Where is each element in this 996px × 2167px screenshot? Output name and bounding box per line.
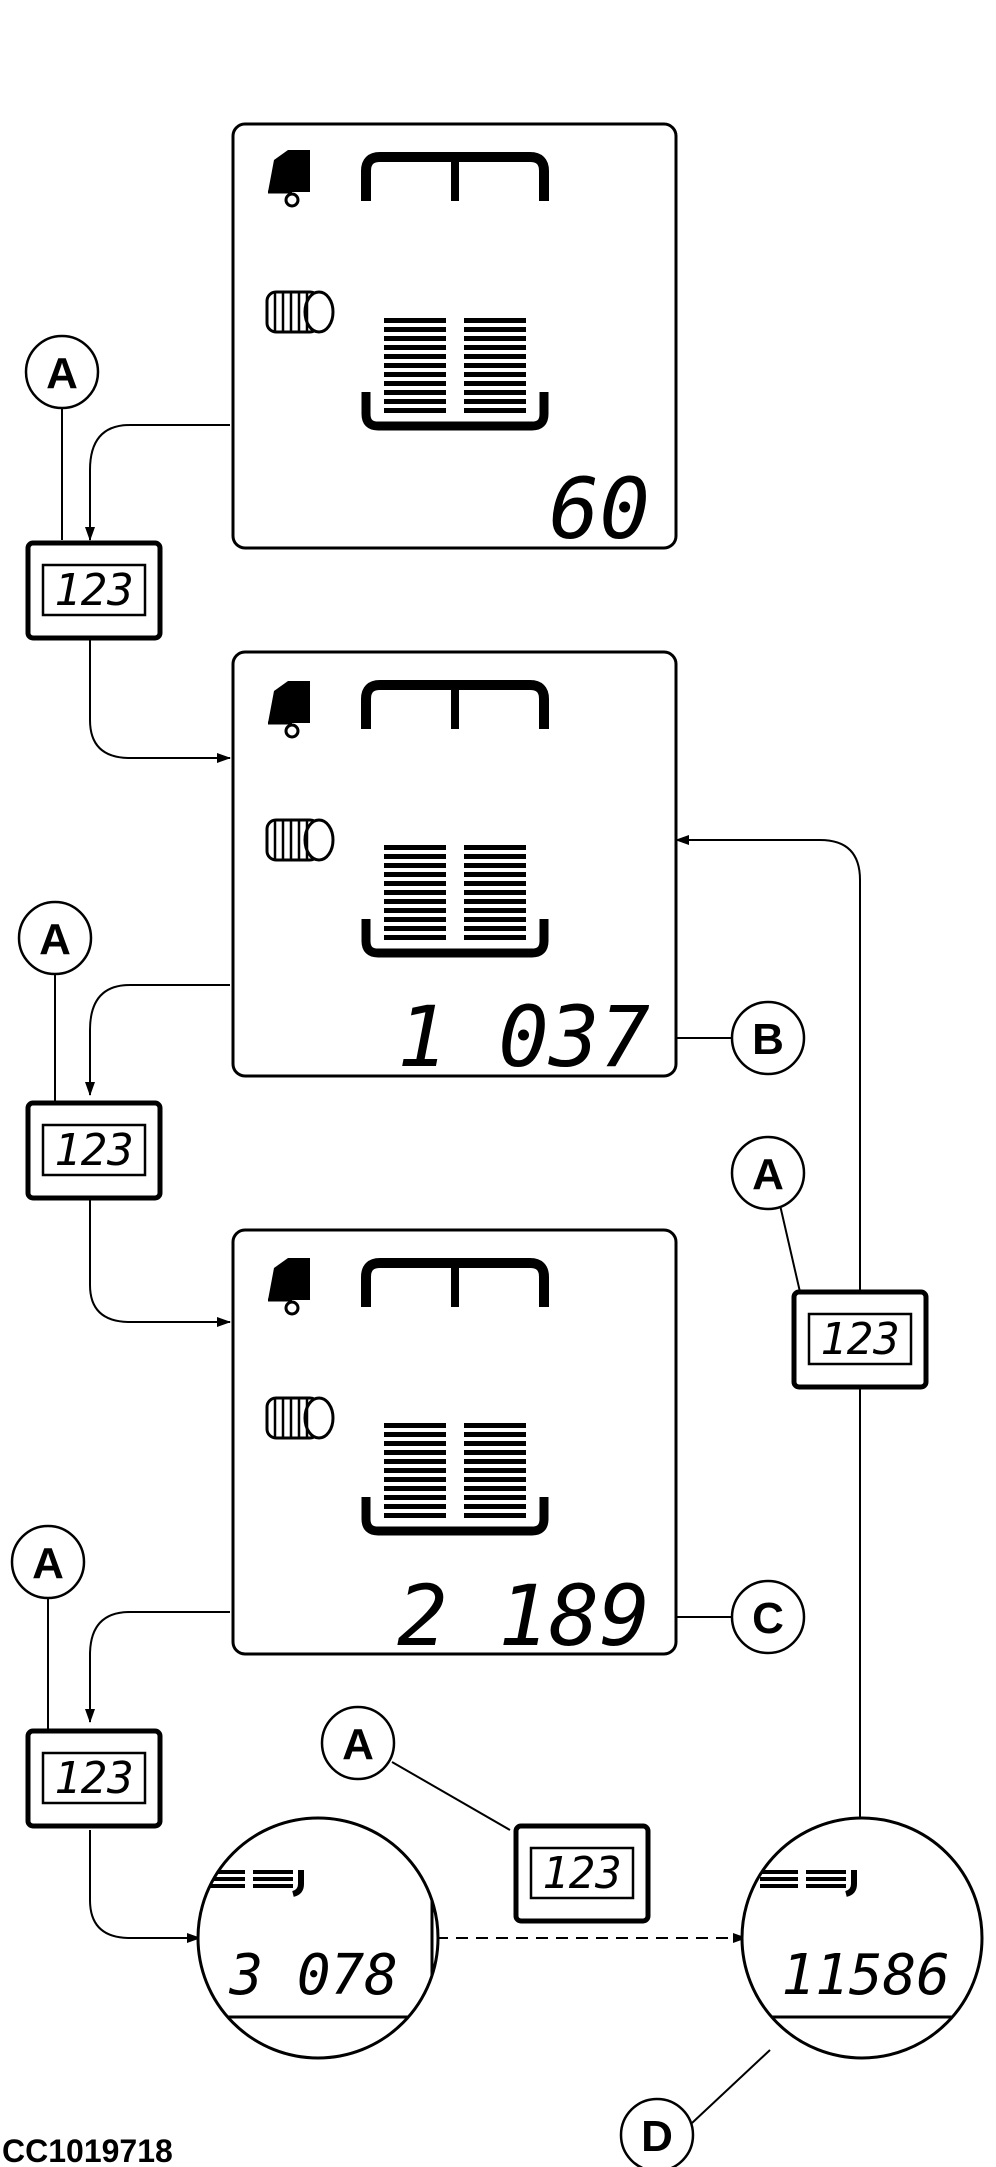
round-bale-icon (265, 818, 335, 862)
round-bale-icon (265, 1396, 335, 1440)
zoom-circle-1: 3 078 (196, 1816, 440, 2060)
button-label: 123 (542, 1848, 621, 1899)
counter-button-3[interactable]: 123 (25, 1728, 163, 1829)
svg-text:A: A (342, 1720, 374, 1769)
svg-text:C: C (752, 1594, 784, 1643)
svg-text:B: B (752, 1015, 784, 1064)
screen-3-value: 2 189 (397, 1567, 650, 1665)
callout-d: D (619, 2097, 695, 2167)
button-label: 123 (54, 1125, 133, 1176)
button-label: 123 (820, 1314, 899, 1365)
counter-button-5[interactable]: 123 (791, 1289, 929, 1390)
zoom-2-value: 11586 (781, 1943, 950, 2008)
zoom-1-value: 3 078 (228, 1943, 398, 2008)
zoom-circle-2: 11586 (740, 1816, 984, 2060)
button-label: 123 (54, 565, 133, 616)
display-screen-1: 60 (231, 122, 678, 558)
svg-text:A: A (39, 915, 71, 964)
svg-text:A: A (752, 1150, 784, 1199)
callout-c: C (730, 1579, 806, 1655)
round-bale-icon (265, 290, 335, 334)
svg-text:D: D (641, 2112, 673, 2161)
screen-2-value: 1 037 (397, 988, 650, 1086)
svg-text:A: A (46, 349, 78, 398)
callout-b: B (730, 1000, 806, 1076)
counter-button-1[interactable]: 123 (25, 540, 163, 641)
button-label: 123 (54, 1753, 133, 1804)
counter-button-2[interactable]: 123 (25, 1100, 163, 1201)
callout-a-5: A (730, 1135, 806, 1211)
screen-1-value: 60 (549, 460, 650, 558)
callout-a-1: A (24, 334, 100, 410)
callout-a-3: A (10, 1524, 86, 1600)
figure-code: CC1019718 (2, 2133, 173, 2167)
display-screen-3: 2 189 (231, 1228, 678, 1665)
counter-button-4[interactable]: 123 (513, 1823, 651, 1924)
callout-a-4: A (320, 1705, 396, 1781)
svg-text:A: A (32, 1539, 64, 1588)
callout-a-2: A (17, 900, 93, 976)
display-screen-2: 1 037 (231, 650, 678, 1086)
